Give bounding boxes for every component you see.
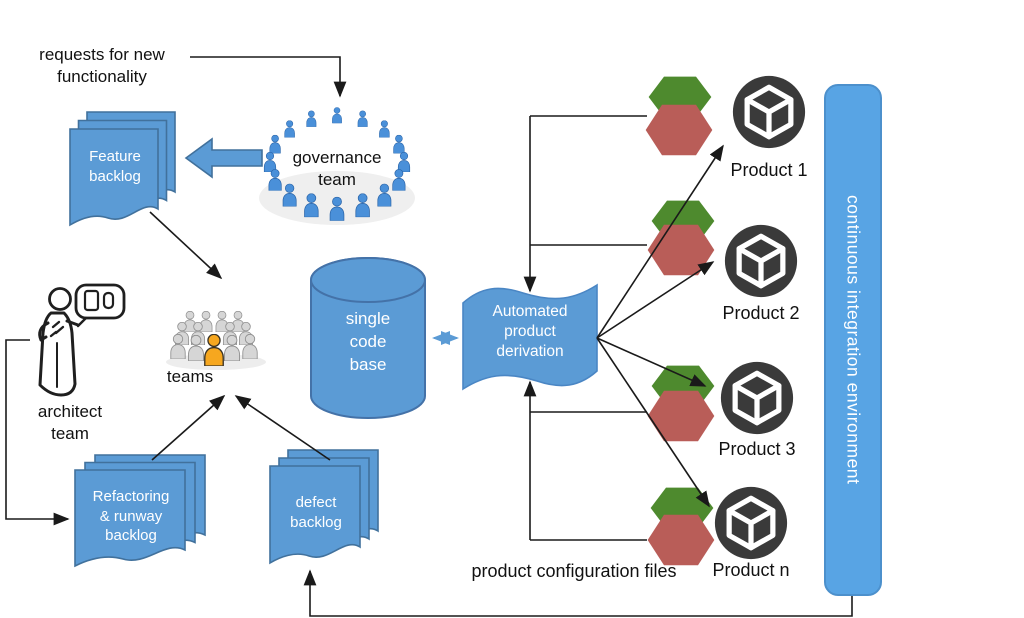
arrow-feature-to-teams: [149, 211, 223, 280]
automated-product-derivation-shape: [462, 283, 598, 391]
feature-backlog-shape: [69, 111, 176, 227]
governance-to-feature-arrow: [184, 137, 263, 179]
config-files-icon-2: [647, 200, 715, 276]
ci-environment-label: continuous integration environment: [843, 195, 864, 485]
product-1-label: Product 1: [730, 160, 808, 180]
arrow-derivation-to-product-1: [596, 144, 724, 339]
product-configuration-files-label: product configuration files: [471, 561, 677, 581]
config-files-icons: [645, 76, 715, 566]
product-3-label: Product 3: [718, 439, 796, 459]
single-code-base-shape: [310, 257, 426, 419]
arrow-architect-to-refactoring: [5, 339, 70, 526]
refactoring-backlog-label: Refactoring & runway backlog: [92, 488, 170, 544]
teams-image: [166, 311, 266, 370]
defect-backlog-shape: [269, 449, 379, 565]
arrow-refactoring-to-teams: [151, 394, 226, 461]
config-files-icon-1: [645, 76, 713, 156]
arrow-requests-to-governance: [190, 56, 347, 98]
product-n-icon: [715, 487, 787, 559]
architect-team-icon: [38, 283, 126, 397]
feature-backlog-label: Feature backlog: [89, 148, 141, 185]
governance-team-label: governance team: [292, 148, 382, 190]
requests-label: requests for new functionality: [39, 45, 165, 87]
arrow-derivation-to-product-n: [596, 337, 710, 508]
product-3-icon: [721, 362, 793, 434]
defect-backlog-label: defect backlog: [290, 494, 342, 531]
teams-label: teams: [166, 367, 214, 386]
refactoring-backlog-shape: [74, 454, 206, 568]
governance-team-image: [259, 107, 415, 225]
single-code-base-label: single code base: [345, 309, 391, 374]
automated-product-derivation-label: Automated product derivation: [492, 303, 568, 361]
arrow-derivation-to-product-2: [596, 261, 715, 339]
arrow-ci-to-defect-backlog: [303, 569, 853, 617]
product-1-icon: [733, 76, 805, 148]
product-2-icon: [725, 225, 797, 297]
product-n-label: Product n: [712, 560, 790, 580]
ci-environment-box: continuous integration environment: [824, 84, 882, 596]
product-2-label: Product 2: [722, 303, 800, 323]
arrow-defect-to-teams: [234, 395, 331, 461]
arrow-derivation-to-product-3: [596, 337, 707, 387]
architect-team-label: architect team: [37, 402, 103, 444]
